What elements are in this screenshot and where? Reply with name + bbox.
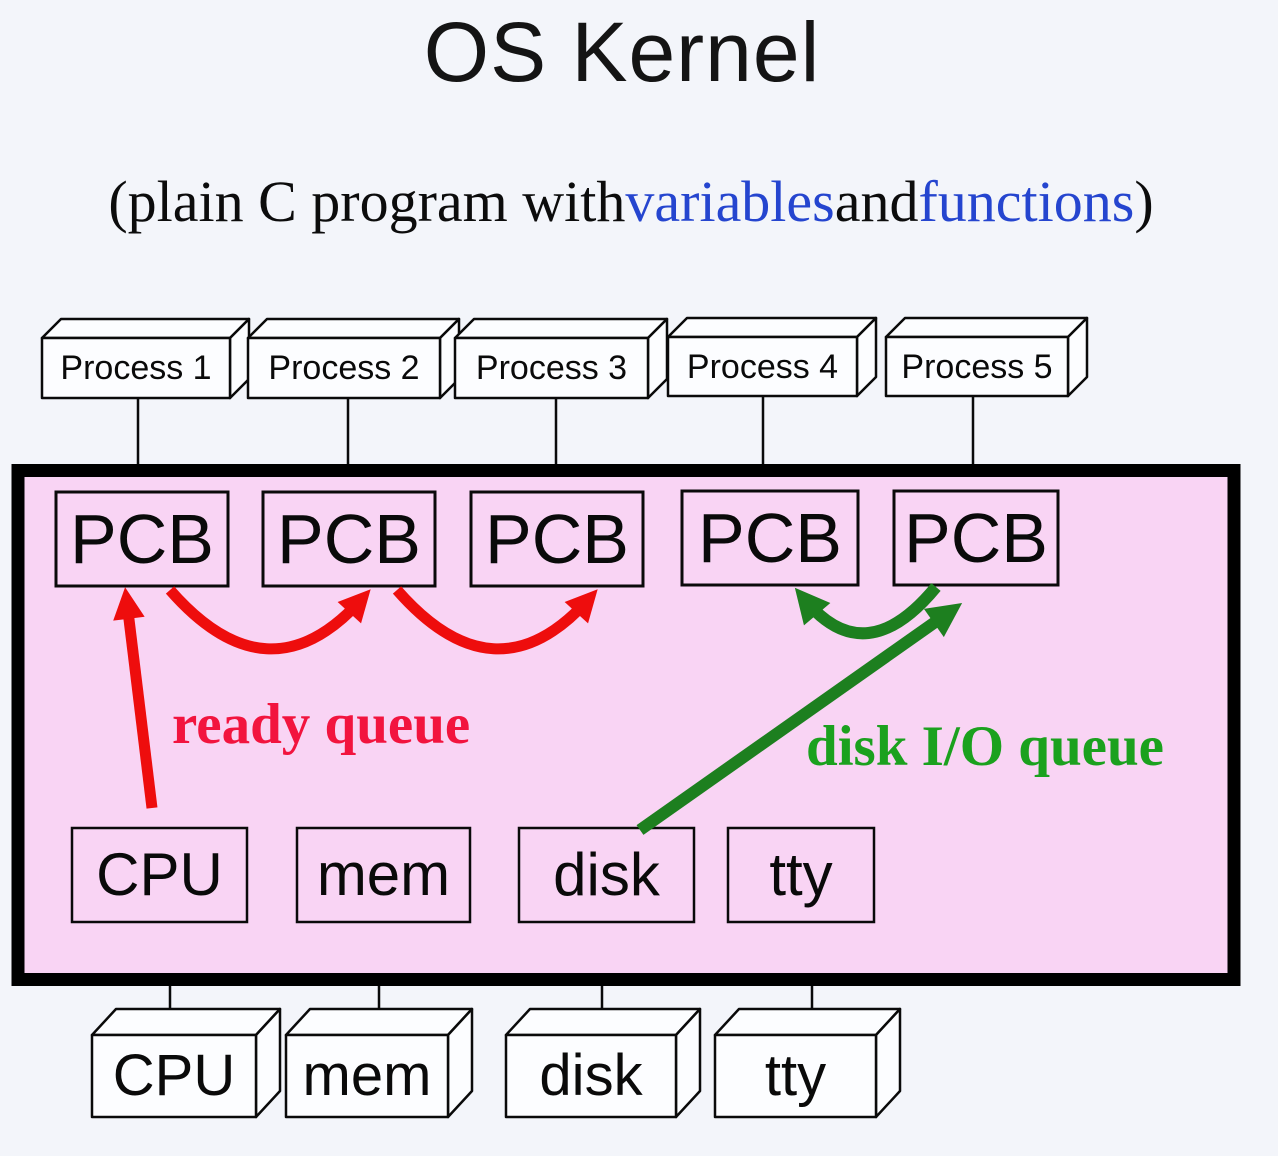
process-box-1 [40, 317, 251, 400]
device-box-disk [517, 826, 696, 924]
subtitle-term-functions: functions [918, 169, 1135, 234]
process-4-label: Process 4 [686, 347, 839, 386]
pcb-4-label: PCB [698, 499, 842, 577]
disk-to-pcb5-arrow [636, 603, 963, 835]
pcb-5-label: PCB [904, 499, 1048, 577]
pcb-1-label: PCB [70, 500, 214, 578]
device-box-cpu [70, 826, 249, 924]
device-box-tty [726, 826, 876, 924]
pcb-boxes [54, 489, 1060, 588]
hardware-tty-label: tty [764, 1043, 827, 1108]
ready-queue-label: ready queue [172, 693, 471, 756]
pcb-box-2 [261, 490, 437, 588]
process-box-2 [246, 317, 461, 400]
pcb-3-label: PCB [485, 500, 629, 578]
device-mem-label: mem [316, 841, 451, 908]
ready-queue-arrows [113, 586, 598, 809]
pcb-box-5 [892, 489, 1060, 587]
cpu-to-pcb1-arrow [113, 587, 158, 809]
subtitle: (plain C program with variables and func… [0, 160, 1262, 244]
process-box-3 [453, 317, 669, 400]
kernel-box [11, 464, 1241, 986]
process-boxes [40, 316, 1089, 400]
hardware-box-cpu [90, 1007, 282, 1119]
device-box-mem [295, 826, 472, 924]
process-2-label: Process 2 [268, 349, 420, 387]
process-box-5 [884, 316, 1089, 398]
pcb2-to-pcb3-arrow [392, 586, 598, 655]
pcb-2-label: PCB [277, 500, 421, 578]
hardware-boxes [90, 1007, 902, 1119]
subtitle-suffix: ) [1134, 169, 1154, 234]
device-tty-label: tty [769, 841, 833, 908]
subtitle-term-variables: variables [625, 169, 835, 234]
subtitle-prefix: (plain C program with [108, 169, 626, 234]
hardware-box-tty [713, 1007, 902, 1119]
hardware-mem-label: mem [302, 1043, 432, 1108]
disk-io-queue-label: disk I/O queue [806, 715, 1164, 778]
hardware-box-disk [504, 1007, 702, 1119]
pcb5-to-pcb4-arrow [794, 583, 941, 640]
page-title: OS Kernel [423, 5, 821, 99]
process-1-label: Process 1 [60, 349, 212, 387]
device-disk-label: disk [553, 841, 660, 908]
disk-queue-arrows [636, 583, 963, 835]
process-connector-lines [136, 396, 975, 466]
hardware-cpu-label: CPU [112, 1043, 236, 1108]
process-box-4 [666, 316, 878, 398]
subtitle-conjunction: and [834, 169, 919, 234]
pcb-box-4 [680, 489, 860, 587]
hardware-box-mem [284, 1007, 474, 1119]
process-5-label: Process 5 [901, 347, 1053, 386]
pcb-box-1 [54, 490, 230, 588]
hardware-disk-label: disk [539, 1043, 643, 1108]
device-boxes [70, 826, 876, 924]
pcb1-to-pcb2-arrow [165, 586, 371, 655]
process-3-label: Process 3 [475, 349, 628, 387]
device-cpu-label: CPU [96, 841, 223, 908]
pcb-box-3 [469, 490, 645, 588]
